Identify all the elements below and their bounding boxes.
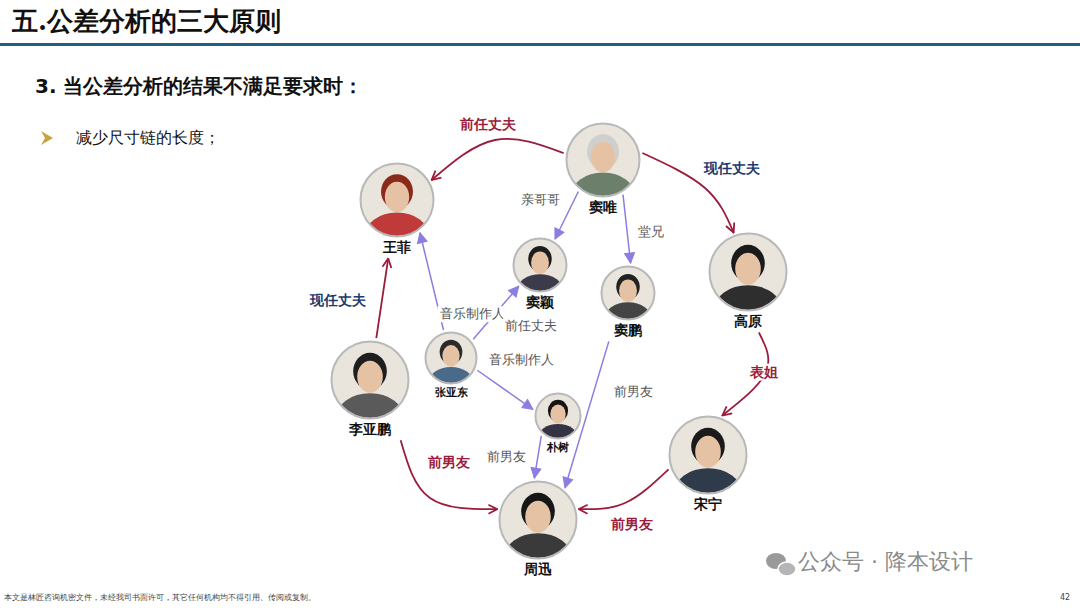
relation-arrow <box>534 436 541 478</box>
relation-label: 音乐制作人 <box>438 306 507 322</box>
page-number: 42 <box>1060 593 1070 603</box>
relation-label: 堂兄 <box>636 224 666 240</box>
relation-label: 前任丈夫 <box>503 318 559 334</box>
bullet-text: 减少尺寸链的长度； <box>76 128 220 147</box>
person-node: 窦鹏 <box>600 265 656 340</box>
portrait-photo <box>424 331 478 385</box>
relation-arrow <box>432 139 564 180</box>
portrait-photo <box>359 162 435 238</box>
person-name: 朴树 <box>534 441 582 455</box>
relation-arrow <box>477 370 533 409</box>
portrait-photo <box>600 265 656 321</box>
relation-arrow <box>579 469 669 509</box>
relation-arrow <box>376 258 388 338</box>
portrait-photo <box>668 415 748 495</box>
person-name: 李亚鹏 <box>330 421 410 439</box>
relation-label: 前男友 <box>426 454 472 471</box>
relation-label: 前男友 <box>485 449 528 465</box>
person-name: 宋宁 <box>668 496 748 514</box>
person-node: 李亚鹏 <box>330 340 410 439</box>
bullet-arrow <box>41 131 53 145</box>
relation-label: 前男友 <box>609 516 655 533</box>
portrait-photo <box>708 232 788 312</box>
person-node: 高原 <box>708 232 788 331</box>
relation-label: 现任丈夫 <box>702 160 762 177</box>
portrait-photo <box>534 392 582 440</box>
relation-label: 表姐 <box>748 364 780 381</box>
person-node: 周迅 <box>498 480 578 579</box>
watermark: 公众号 · 降本设计 <box>798 549 973 575</box>
title-rule <box>0 43 1080 46</box>
person-node: 朴树 <box>534 392 582 455</box>
relation-label: 前任丈夫 <box>458 116 518 133</box>
relation-label: 现任丈夫 <box>308 292 368 309</box>
person-name: 王菲 <box>359 239 435 257</box>
footer-note: 本文是林匠咨询机密文件，未经我司书面许可，其它任何机构均不得引用、传阅或复制。 <box>4 593 316 603</box>
person-name: 高原 <box>708 313 788 331</box>
person-node: 窦颖 <box>512 237 568 312</box>
relation-arrow <box>623 195 631 263</box>
person-node: 张亚东 <box>424 331 478 400</box>
person-name: 周迅 <box>498 561 578 579</box>
portrait-photo <box>565 122 641 198</box>
section-heading: 3. 当公差分析的结果不满足要求时： <box>35 74 363 98</box>
person-node: 王菲 <box>359 162 435 257</box>
person-name: 张亚东 <box>424 386 478 400</box>
slide-title: 五.公差分析的三大原则 <box>12 6 281 37</box>
person-node: 窦唯 <box>565 122 641 217</box>
person-name: 窦鹏 <box>600 322 656 340</box>
person-name: 窦颖 <box>512 294 568 312</box>
relation-label: 音乐制作人 <box>487 352 556 368</box>
person-name: 窦唯 <box>565 199 641 217</box>
portrait-photo <box>512 237 568 293</box>
portrait-photo <box>330 340 410 420</box>
relation-arrow <box>401 440 498 509</box>
wechat-icon <box>766 553 796 576</box>
relation-label: 亲哥哥 <box>519 192 562 208</box>
relation-label: 前男友 <box>612 384 655 400</box>
person-node: 宋宁 <box>668 415 748 514</box>
portrait-photo <box>498 480 578 560</box>
